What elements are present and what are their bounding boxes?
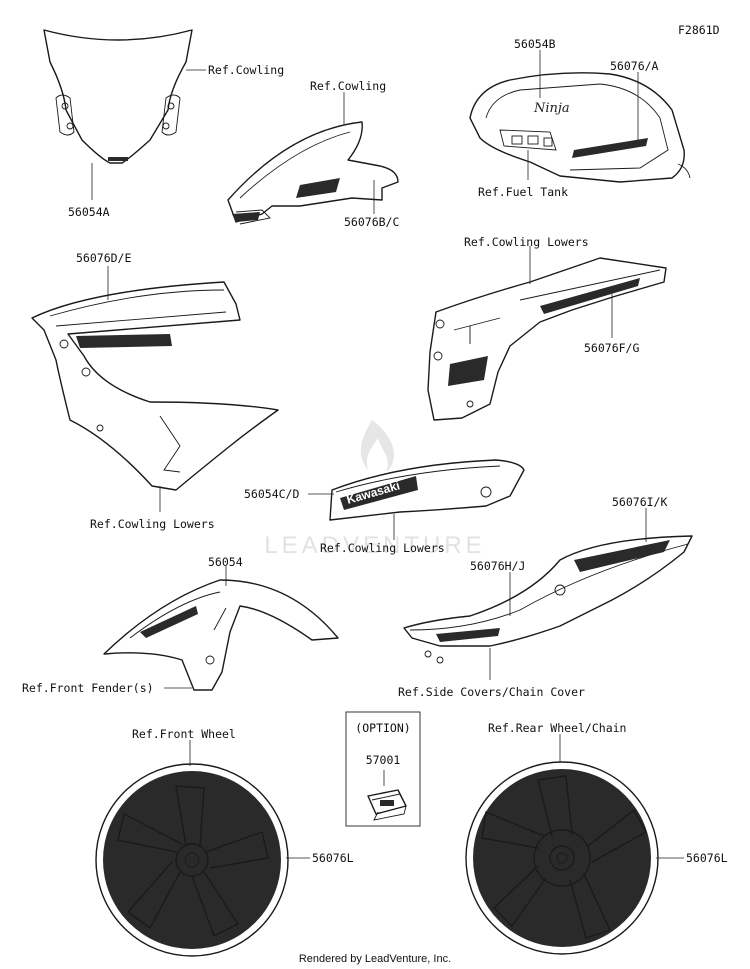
center-side-cowl-part[interactable]: Kawasaki — [329, 459, 525, 521]
label-56054: 56054 — [208, 555, 243, 569]
label-option: (OPTION) — [355, 721, 410, 735]
figure-code: F2861D — [678, 23, 720, 37]
decal-56054A — [108, 157, 128, 161]
label-ref-cowling-lowers-right: Ref.Cowling Lowers — [464, 235, 589, 249]
label-56076HJ: 56076H/J — [470, 559, 525, 573]
label-ref-front-fender: Ref.Front Fender(s) — [22, 681, 154, 695]
decal-56076BC — [296, 178, 340, 198]
front-fender-part[interactable] — [103, 579, 339, 691]
label-56054A: 56054A — [68, 205, 110, 219]
label-56076A: 56076/A — [610, 59, 659, 73]
leadventure-watermark: LEADVENTURE — [264, 420, 485, 559]
rear-side-cover-part[interactable] — [403, 535, 693, 664]
footer-credit: Rendered by LeadVenture, Inc. — [299, 953, 451, 965]
decal-56054 — [140, 606, 198, 638]
label-56076BC: 56076B/C — [344, 215, 399, 229]
rear-wheel-part[interactable] — [465, 761, 659, 955]
label-ref-cowling-lowers-center: Ref.Cowling Lowers — [320, 541, 445, 555]
fuel-tank-part[interactable]: Ninja — [469, 72, 691, 183]
upper-cowling-part[interactable] — [227, 121, 399, 225]
label-56076DE: 56076D/E — [76, 251, 131, 265]
label-56076L-front: 56076L — [312, 851, 354, 865]
decal-56076HJ — [436, 628, 500, 642]
tank-logo-ninja: Ninja — [533, 101, 570, 116]
label-56054CD: 56054C/D — [244, 487, 299, 501]
label-56076FG: 56076F/G — [584, 341, 639, 355]
label-56054B: 56054B — [514, 37, 556, 51]
label-ref-front-wheel: Ref.Front Wheel — [132, 727, 236, 741]
label-ref-cowling-windshield: Ref.Cowling — [208, 63, 284, 77]
decal-56076L-rear — [473, 769, 651, 947]
option-box: (OPTION) 57001 — [345, 711, 421, 827]
label-56076L-rear: 56076L — [686, 851, 728, 865]
right-lower-cowl-part[interactable] — [427, 257, 667, 421]
label-ref-cowling-lowers-left: Ref.Cowling Lowers — [90, 517, 215, 531]
label-ref-fuel-tank: Ref.Fuel Tank — [478, 185, 568, 199]
decal-56076A — [572, 138, 648, 158]
flame-logo-icon — [360, 420, 395, 472]
decal-56054CD — [340, 476, 418, 510]
label-57001: 57001 — [366, 753, 401, 767]
label-ref-cowling-upper: Ref.Cowling — [310, 79, 386, 93]
left-fairing-part[interactable] — [31, 281, 279, 491]
label-ref-rear-wheel: Ref.Rear Wheel/Chain — [488, 721, 626, 735]
decal-56076FG — [540, 278, 640, 314]
front-wheel-part[interactable] — [95, 763, 289, 957]
decal-56076DE — [76, 334, 172, 348]
watermark-text: LEADVENTURE — [264, 532, 485, 559]
windshield-part[interactable] — [43, 29, 193, 164]
label-56076IK: 56076I/K — [612, 495, 667, 509]
tool-57001-part[interactable] — [367, 789, 407, 821]
decal-56076L-front — [103, 771, 281, 949]
decal-56076IK — [574, 540, 670, 572]
label-ref-side-covers: Ref.Side Covers/Chain Cover — [398, 685, 585, 699]
